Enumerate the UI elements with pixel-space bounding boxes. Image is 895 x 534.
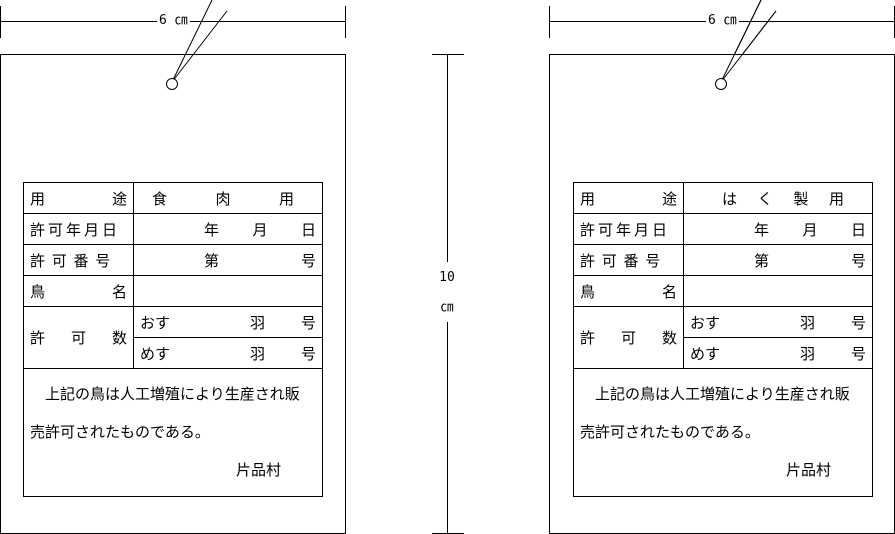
- bird-label-second: 名: [661, 282, 677, 301]
- year-label: 年: [204, 220, 220, 239]
- row-permit-date: 許可年月日 年 月 日: [573, 213, 873, 245]
- permit-number-label: 許 可 番 号: [580, 251, 661, 270]
- wing-unit: 羽: [799, 313, 815, 332]
- female-label: めす: [140, 344, 171, 363]
- permit-number-label: 許 可 番 号: [30, 251, 111, 270]
- use-value-part: は: [722, 189, 738, 208]
- permit-date-label: 許可年月日: [580, 220, 671, 239]
- bird-label-first: 鳥: [580, 282, 596, 301]
- left-width-label: 6 ㎝: [157, 13, 190, 28]
- use-value-part: 肉: [215, 189, 231, 208]
- count-label-part: 可: [620, 329, 636, 347]
- wing-unit: 羽: [249, 313, 265, 332]
- count-label-part: 許: [30, 329, 46, 347]
- bird-label-first: 鳥: [30, 282, 46, 301]
- day-label: 日: [850, 220, 866, 239]
- count-label-part: 許: [580, 329, 596, 347]
- use-value-part: 食: [152, 189, 168, 208]
- bird-label-second: 名: [111, 282, 127, 301]
- height-dim-tick-top: [432, 54, 464, 55]
- left-tag-form-table: 用 途 食 肉 用 許可年月日 年 月 日 許 可 番 号 第 号 鳥 名 許 可 …: [23, 182, 323, 497]
- notice-line-1: 上記の鳥は人工増殖により生産され販: [45, 385, 300, 403]
- row-use: 用途 は く 製 用: [573, 182, 873, 214]
- use-label-second: 途: [661, 189, 677, 208]
- count-label-part: 可: [70, 329, 86, 347]
- female-label: めす: [690, 344, 721, 363]
- row-permit-number: 許 可 番 号 第 号: [23, 244, 323, 276]
- permit-number-suffix: 号: [850, 251, 866, 270]
- height-value: 10: [439, 270, 455, 285]
- number-unit: 号: [300, 344, 316, 363]
- permit-number-prefix: 第: [754, 251, 770, 270]
- row-bird-name: 鳥名: [573, 275, 873, 307]
- use-value-part: 製: [793, 189, 809, 208]
- notice-line-2: 売許可されたものである。: [580, 423, 760, 441]
- left-dim-tick-left: [0, 6, 1, 38]
- year-label: 年: [754, 220, 770, 239]
- use-value-part: 用: [828, 189, 844, 208]
- issuer-name: 片品村: [786, 461, 832, 479]
- count-label-part: 数: [111, 329, 127, 347]
- wing-unit: 羽: [249, 344, 265, 363]
- use-label-second: 途: [111, 189, 127, 208]
- use-label-first: 用: [580, 189, 596, 208]
- row-permit-date: 許可年月日 年 月 日: [23, 213, 323, 245]
- count-label-part: 数: [661, 329, 677, 347]
- permit-number-prefix: 第: [204, 251, 220, 270]
- permit-date-label: 許可年月日: [30, 220, 121, 239]
- number-unit: 号: [850, 344, 866, 363]
- left-dim-tick-right: [345, 6, 346, 38]
- right-tag-form-table: 用途 は く 製 用 許可年月日 年 月 日 許 可 番 号 第 号 鳥名 許 …: [573, 182, 873, 497]
- row-permit-number: 許 可 番 号 第 号: [573, 244, 873, 276]
- use-value-part: 用: [278, 189, 294, 208]
- row-notice: 上記の鳥は人工増殖により生産され販 売許可されたものである。 片品村: [23, 368, 323, 497]
- use-label-first: 用: [30, 189, 46, 208]
- left-tag-hole: [166, 78, 178, 90]
- wing-unit: 羽: [799, 344, 815, 363]
- row-count-female: めす 羽 号: [24, 337, 323, 369]
- month-label: 月: [802, 220, 818, 239]
- row-use: 用途 食 肉 用: [23, 182, 323, 214]
- male-label: おす: [690, 313, 721, 332]
- notice-line-2: 売許可されたものである。: [30, 423, 210, 441]
- male-label: おす: [140, 313, 171, 332]
- notice-line-1: 上記の鳥は人工増殖により生産され販: [595, 385, 850, 403]
- right-tag-hole: [715, 78, 727, 90]
- issuer-name: 片品村: [236, 461, 282, 479]
- row-notice: 上記の鳥は人工増殖により生産され販 売許可されたものである。 片品村: [573, 368, 873, 497]
- day-label: 日: [300, 220, 316, 239]
- row-count-male: 許 可 数 おす 羽 号: [573, 306, 873, 369]
- use-value-part: く: [757, 189, 773, 208]
- number-unit: 号: [300, 313, 316, 332]
- right-dim-tick-left: [549, 6, 550, 38]
- height-label: 10 ㎝: [432, 262, 462, 322]
- row-count-female: めす 羽 号: [574, 337, 873, 369]
- month-label: 月: [252, 220, 268, 239]
- number-unit: 号: [850, 313, 866, 332]
- right-width-label: 6 ㎝: [706, 13, 739, 28]
- permit-number-suffix: 号: [300, 251, 316, 270]
- height-unit: ㎝: [440, 300, 454, 315]
